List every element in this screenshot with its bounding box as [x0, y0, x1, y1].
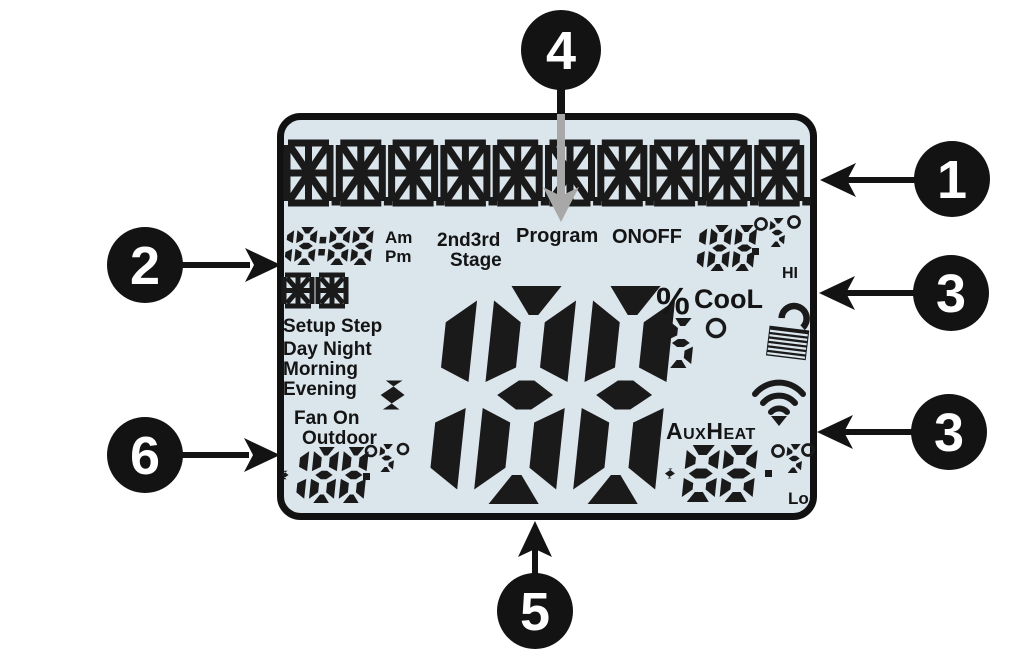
callout-3a-number: 3 [936, 264, 966, 324]
callout-6-number: 6 [130, 426, 160, 486]
day-night-indicator: Day Night [283, 339, 372, 360]
main-degree-icon [705, 317, 727, 339]
hi-setpoint-display [696, 225, 758, 271]
lo-degree-left-icon [771, 444, 785, 458]
alphanumeric-segments [281, 139, 811, 309]
callout-2: 2 [107, 227, 281, 303]
main-decimal-digit [668, 318, 693, 368]
callout-1: 1 [820, 141, 990, 217]
lcd-panel [277, 113, 817, 520]
callout-4-arrow-shaft [557, 114, 565, 196]
callout-2-arrowhead-icon [245, 248, 281, 282]
callout-4: 4 [521, 10, 601, 222]
wifi-icon [752, 379, 806, 426]
alnum-char [335, 139, 386, 207]
hi-label: HI [782, 265, 798, 282]
seven-segment-displays [281, 218, 802, 504]
outdoor-degree-left-icon [364, 444, 378, 458]
callout-5-badge [497, 573, 573, 649]
alnum-char [492, 139, 543, 207]
outdoor-temp-display [281, 447, 369, 503]
outdoor-fc-digit [379, 444, 394, 472]
callout-1-badge [914, 141, 990, 217]
lo-fc-digit [786, 444, 802, 473]
alnum-char [315, 272, 349, 309]
callout-2-number: 2 [130, 236, 160, 296]
callout-1-number: 1 [937, 150, 967, 210]
alnum-dot [802, 197, 811, 206]
callout-5: 5 [497, 521, 573, 649]
alnum-dot [383, 197, 393, 206]
lo-decimal-point [765, 470, 772, 477]
callout-5-number: 5 [520, 582, 550, 642]
alnum-char [283, 139, 334, 207]
alnum-char [597, 139, 648, 207]
morning-indicator: Morning [283, 359, 358, 380]
outdoor-degree-right-icon [396, 442, 410, 456]
alnum-char [388, 139, 439, 207]
lo-degree-right-icon [801, 443, 815, 457]
callout-6-badge [107, 417, 183, 493]
am-indicator: Am [385, 228, 412, 247]
main-temp-display [380, 286, 676, 504]
program-indicator: Program [516, 225, 598, 247]
outdoor-decimal-point [363, 473, 370, 480]
callout-4-badge [521, 10, 601, 90]
fan-on-indicator: Fan On [294, 408, 359, 429]
alnum-char [754, 139, 805, 207]
alnum-dot [593, 197, 602, 206]
evening-indicator: Evening [283, 379, 357, 400]
callout-4-number: 4 [546, 21, 576, 81]
lo-label: Lo [788, 489, 809, 508]
callout-2-badge [107, 227, 183, 303]
callout-3a-badge [913, 255, 989, 331]
alnum-dot [697, 197, 707, 206]
callout-3b-arrowhead-icon [817, 415, 853, 449]
setup-step-indicator: Setup Step [283, 316, 382, 337]
lock-icon [765, 302, 810, 361]
alnum-dot [645, 197, 654, 206]
callout-5-arrowhead-icon [518, 521, 552, 557]
alnum-dot [331, 197, 341, 206]
alnum-dot [436, 197, 445, 206]
hi-degree-right-icon [787, 215, 801, 229]
stage-line2: Stage [450, 250, 502, 271]
hi-fc-digit [769, 218, 785, 247]
alnum-char [701, 139, 752, 207]
cool-indicator: CooL [694, 284, 763, 314]
hi-degree-left-icon [754, 217, 768, 231]
onoff-indicator: ONOFF [612, 226, 682, 248]
callout-3b: 3 [817, 394, 987, 470]
aux-heat-indicator: AuxHeat [666, 418, 756, 444]
outdoor-indicator: Outdoor [302, 428, 378, 449]
alnum-char [649, 139, 700, 207]
alnum-dot [750, 197, 759, 206]
clock-display [284, 227, 374, 265]
hi-decimal-point [752, 248, 759, 255]
alnum-dot [488, 197, 497, 206]
callout-4-arrowhead-icon [543, 187, 579, 222]
stage-line1: 2nd3rd [437, 230, 500, 251]
percent-indicator: % [656, 281, 690, 323]
main-decimal-point [654, 362, 663, 371]
pm-indicator: Pm [385, 247, 411, 266]
callout-4-stem [557, 86, 565, 114]
callout-3b-badge [911, 394, 987, 470]
alnum-char [281, 272, 315, 309]
callout-6-arrowhead-icon [244, 438, 280, 472]
lo-setpoint-display [664, 445, 758, 502]
callout-3b-number: 3 [934, 403, 964, 463]
alnum-dot [540, 197, 550, 206]
callout-3a-arrowhead-icon [819, 276, 855, 310]
alnum-char [440, 139, 491, 207]
callout-1-arrowhead-icon [820, 163, 856, 197]
callout-6: 6 [107, 417, 280, 493]
callout-3a: 3 [819, 255, 989, 331]
